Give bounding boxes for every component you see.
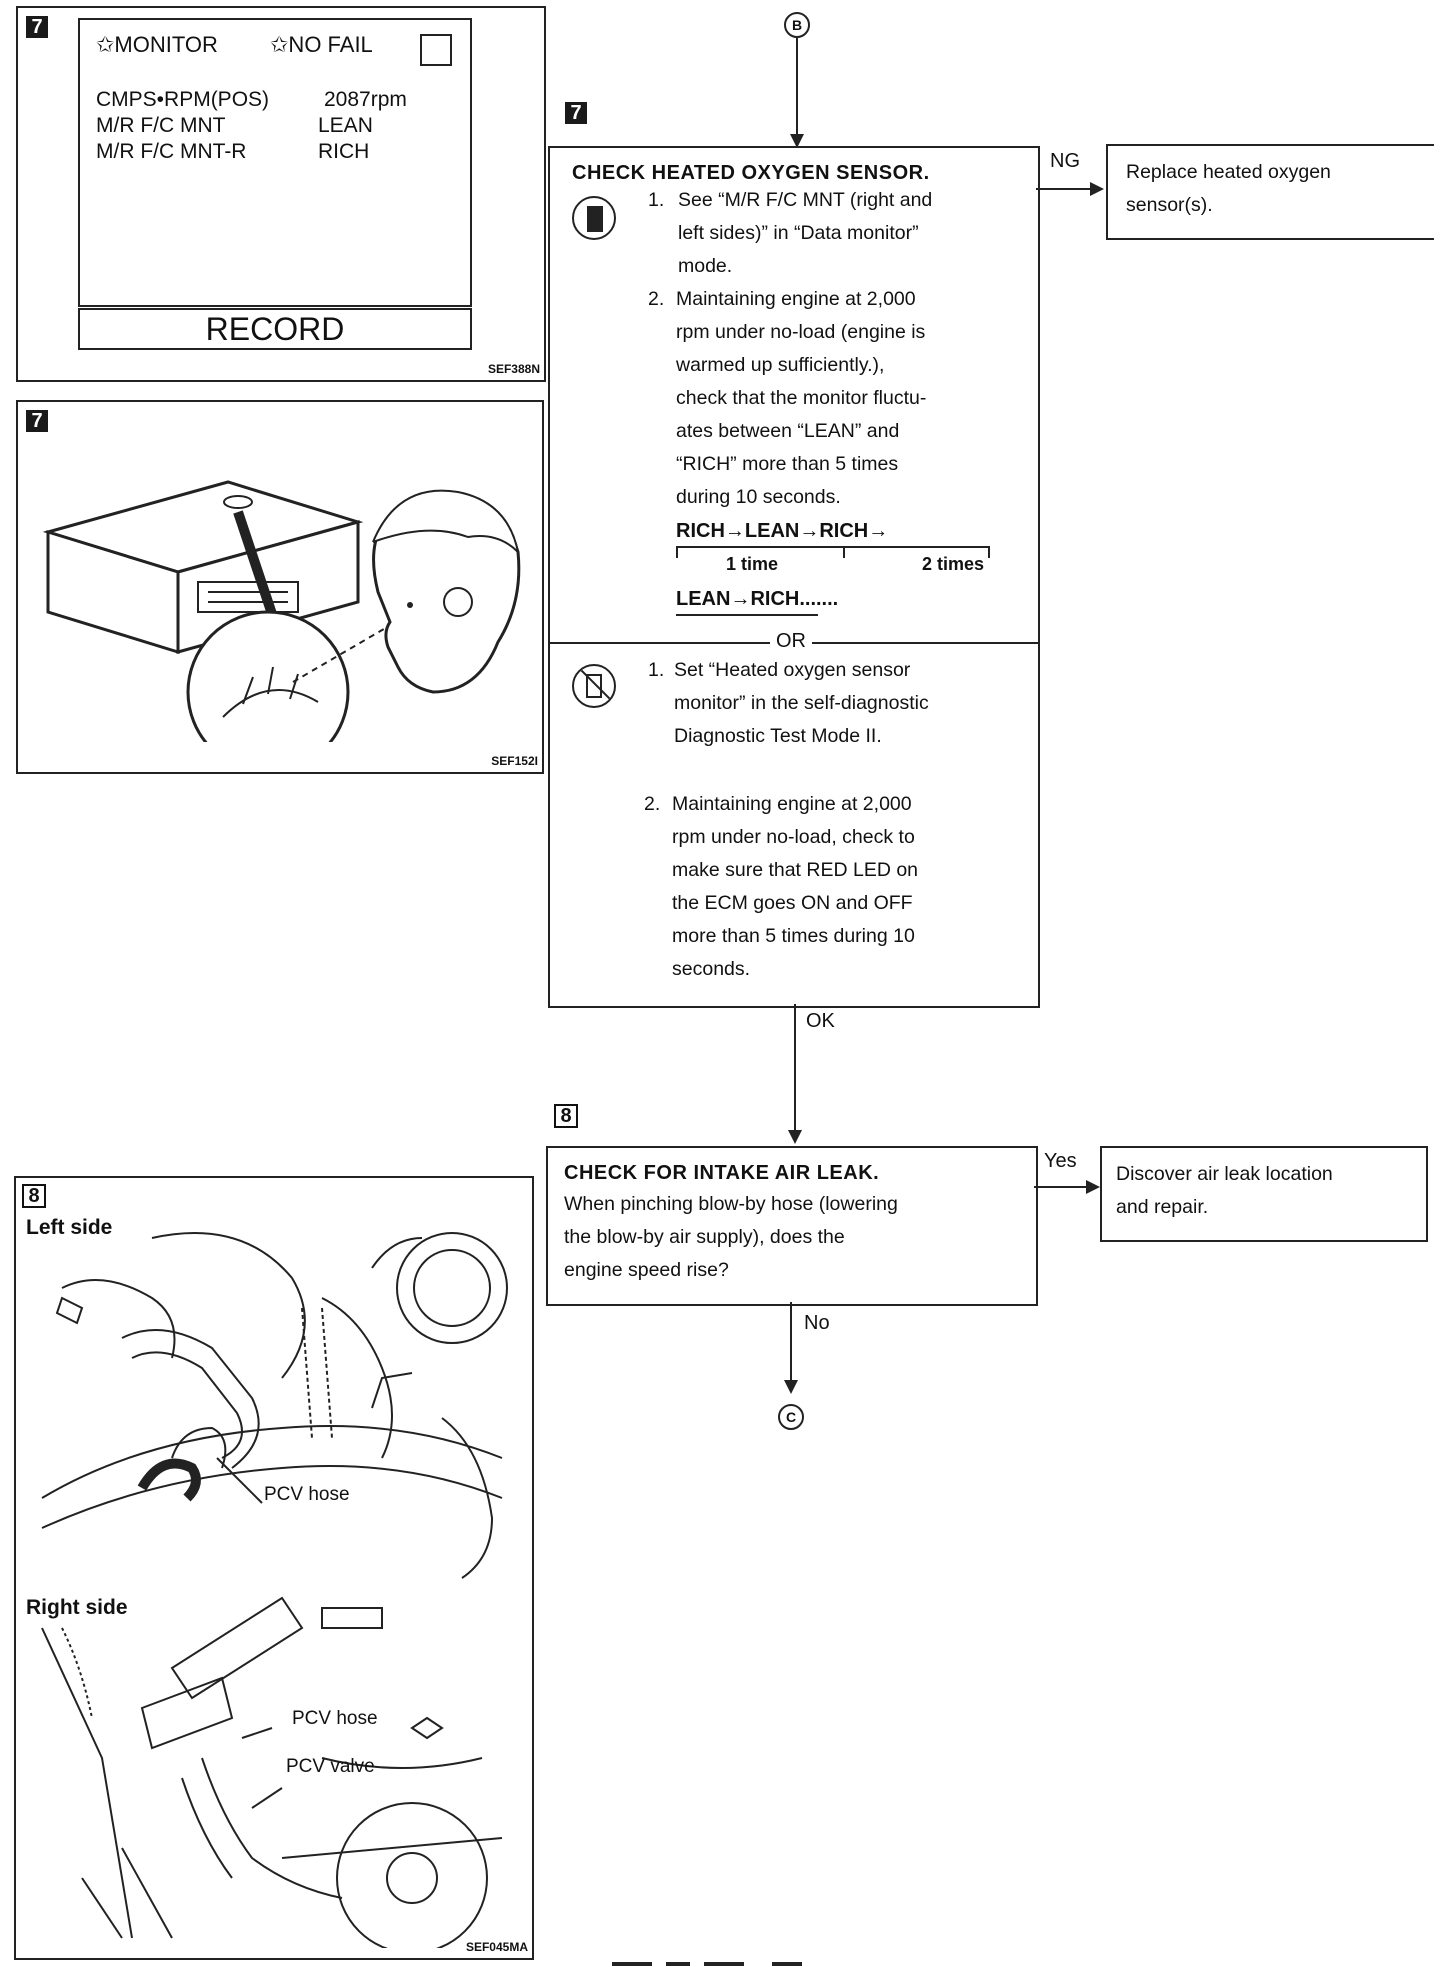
connector-b: B bbox=[784, 12, 810, 38]
monitor-row-name: CMPS•RPM(POS) bbox=[96, 88, 270, 111]
connector-c: C bbox=[778, 1404, 804, 1430]
engine-illustration bbox=[41, 1232, 508, 1948]
figure-step-badge: 7 bbox=[26, 16, 48, 38]
text-line: See “M/R F/C MNT (right and bbox=[678, 189, 933, 211]
ng-label: NG bbox=[1050, 150, 1080, 172]
step8-title: CHECK FOR INTAKE AIR LEAK. bbox=[564, 1162, 880, 1184]
text-line: and repair. bbox=[1116, 1196, 1209, 1218]
no-arrow bbox=[784, 1380, 798, 1394]
ecm-led-illustration bbox=[42, 480, 521, 742]
text-line: engine speed rise? bbox=[564, 1259, 729, 1281]
ng-line bbox=[1036, 188, 1092, 190]
ng-result-box: Replace heated oxygen sensor(s). bbox=[1106, 144, 1434, 240]
sequence-1-time: 1 time bbox=[726, 554, 779, 574]
text-line: Diagnostic Test Mode II. bbox=[674, 725, 882, 747]
pcv-hose-label: PCV hose bbox=[292, 1708, 378, 1729]
yes-line bbox=[1034, 1186, 1086, 1188]
ok-line bbox=[794, 1004, 796, 1132]
no-tools-item2-text: Maintaining engine at 2,000 rpm under no… bbox=[672, 788, 1032, 986]
text-line: “RICH” more than 5 times bbox=[676, 453, 899, 475]
text-line: mode. bbox=[678, 255, 733, 277]
sequence-bracket-2 bbox=[842, 546, 990, 558]
ng-arrow bbox=[1090, 182, 1104, 196]
text-line: When pinching blow-by hose (lowering bbox=[564, 1193, 898, 1215]
sequence-line-2: LEAN→RICH....... bbox=[676, 588, 839, 610]
record-button: RECORD bbox=[78, 308, 472, 350]
left-side-label: Left side bbox=[26, 1216, 113, 1239]
figure-ecm-led: 7 SEF152I bbox=[16, 400, 544, 774]
yes-arrow bbox=[1086, 1180, 1100, 1194]
step8-badge: 8 bbox=[554, 1104, 578, 1128]
pcv-hose-label: PCV hose bbox=[264, 1484, 350, 1505]
consult-item1-num: 1. bbox=[648, 189, 665, 211]
ok-label: OK bbox=[806, 1010, 835, 1032]
step7-box: CHECK HEATED OXYGEN SENSOR. 1. See “M/R … bbox=[548, 146, 1040, 1008]
sequence-line-1: RICH→LEAN→RICH→ bbox=[676, 520, 889, 542]
no-line bbox=[790, 1302, 792, 1382]
text-line: the blow-by air supply), does the bbox=[564, 1226, 845, 1248]
sequence-underline bbox=[676, 614, 818, 616]
consult-item2-num: 2. bbox=[648, 288, 665, 310]
text-line: Set “Heated oxygen sensor bbox=[674, 659, 911, 681]
consult-item2-text: Maintaining engine at 2,000 rpm under no… bbox=[676, 283, 1032, 514]
no-tools-item1-text: Set “Heated oxygen sensor monitor” in th… bbox=[674, 654, 1034, 753]
text-line: monitor” in the self-diagnostic bbox=[674, 692, 929, 714]
no-label: No bbox=[804, 1312, 830, 1334]
no-tools-item2-num: 2. bbox=[644, 793, 661, 815]
monitor-row-name: M/R F/C MNT-R bbox=[96, 140, 247, 163]
text-line: Discover air leak location bbox=[1116, 1163, 1333, 1185]
text-line: seconds. bbox=[672, 958, 751, 980]
text-line: ates between “LEAN” and bbox=[676, 420, 900, 442]
text-line: more than 5 times during 10 bbox=[672, 925, 915, 947]
text-line: check that the monitor fluctu- bbox=[676, 387, 927, 409]
text-line: Maintaining engine at 2,000 bbox=[676, 288, 916, 310]
ng-result-text: Replace heated oxygen sensor(s). bbox=[1126, 156, 1331, 222]
text-line: rpm under no-load, check to bbox=[672, 826, 915, 848]
step8-text: When pinching blow-by hose (lowering the… bbox=[564, 1188, 1032, 1287]
no-fail-header: ✩NO FAIL bbox=[270, 32, 373, 57]
right-side-label: Right side bbox=[26, 1596, 128, 1619]
yes-result-text: Discover air leak location and repair. bbox=[1116, 1158, 1333, 1224]
text-line: rpm under no-load (engine is bbox=[676, 321, 926, 343]
consult-icon bbox=[572, 196, 616, 240]
step7-title: CHECK HEATED OXYGEN SENSOR. bbox=[572, 162, 930, 184]
figure-engine-pcv: 8 Left side Right side bbox=[14, 1176, 534, 1960]
figure-monitor-screen: 7 ✩MONITOR ✩NO FAIL CMPS•RPM(POS) 2087rp… bbox=[16, 6, 546, 382]
text-line: Maintaining engine at 2,000 bbox=[672, 793, 912, 815]
monitor-row-name: M/R F/C MNT bbox=[96, 114, 226, 137]
step8-box: CHECK FOR INTAKE AIR LEAK. When pinching… bbox=[546, 1146, 1038, 1306]
ok-arrow bbox=[788, 1130, 802, 1144]
figure-code: SEF152I bbox=[491, 754, 538, 768]
text-line: left sides)” in “Data monitor” bbox=[678, 222, 919, 244]
monitor-header: ✩MONITOR bbox=[96, 32, 218, 57]
figure-step-badge: 8 bbox=[22, 1184, 46, 1208]
consult-item1-text: See “M/R F/C MNT (right and left sides)”… bbox=[678, 184, 1028, 283]
pcv-valve-label: PCV valve bbox=[286, 1756, 375, 1777]
monitor-checkbox bbox=[420, 34, 452, 66]
step7-badge: 7 bbox=[565, 102, 587, 124]
monitor-row-value: RICH bbox=[318, 140, 370, 163]
text-line: the ECM goes ON and OFF bbox=[672, 892, 913, 914]
sequence-bracket-1 bbox=[676, 546, 845, 558]
yes-result-box: Discover air leak location and repair. bbox=[1100, 1146, 1428, 1242]
text-line: make sure that RED LED on bbox=[672, 859, 919, 881]
yes-label: Yes bbox=[1044, 1150, 1077, 1172]
figure-code: SEF045MA bbox=[465, 1940, 528, 1954]
text-line: Replace heated oxygen bbox=[1126, 161, 1331, 183]
monitor-row-value: 2087rpm bbox=[324, 88, 407, 111]
or-label: OR bbox=[770, 630, 812, 653]
flow-arrow-top bbox=[790, 134, 804, 148]
sequence-2-times: 2 times bbox=[922, 554, 985, 574]
text-line: sensor(s). bbox=[1126, 194, 1213, 216]
no-tools-icon bbox=[572, 664, 616, 708]
figure-code: SEF388N bbox=[487, 362, 540, 376]
monitor-screen: ✩MONITOR ✩NO FAIL CMPS•RPM(POS) 2087rpm … bbox=[78, 18, 472, 307]
flow-line-top bbox=[796, 38, 798, 136]
no-tools-item1-num: 1. bbox=[648, 659, 665, 681]
page-footer-fragment bbox=[612, 1962, 842, 1968]
monitor-row-value: LEAN bbox=[318, 114, 373, 137]
text-line: during 10 seconds. bbox=[676, 486, 841, 508]
figure-step-badge: 7 bbox=[26, 410, 48, 432]
text-line: warmed up sufficiently.), bbox=[676, 354, 885, 376]
